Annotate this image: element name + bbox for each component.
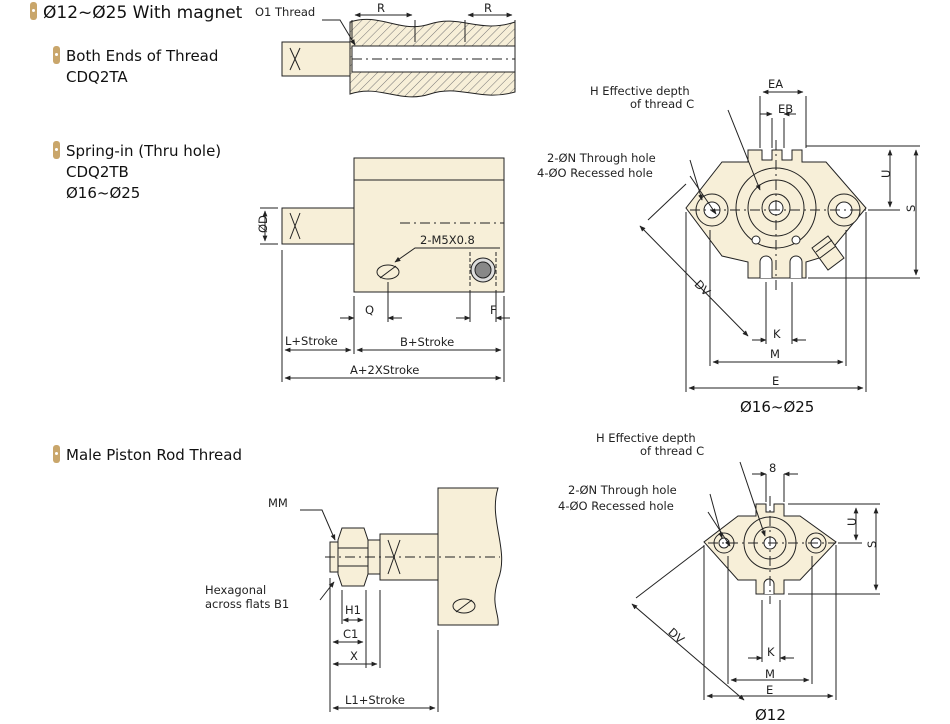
label-k: K bbox=[773, 327, 781, 341]
view-both-ends-thread bbox=[281, 12, 516, 98]
label-f: F bbox=[490, 303, 497, 317]
spring-in-model: CDQ2TB bbox=[66, 163, 129, 181]
label-ea: EA bbox=[768, 77, 783, 91]
label-n-hole-b: 2-ØN Through hole bbox=[568, 483, 677, 497]
label-x: X bbox=[350, 649, 358, 663]
view-spring-in-side bbox=[260, 157, 510, 382]
view-male-rod-thread bbox=[300, 487, 503, 712]
section-header-spring-in: Spring-in (Thru hole) CDQ2TB Ø16~Ø25 bbox=[53, 141, 221, 204]
label-l-stroke: L+Stroke bbox=[285, 334, 338, 348]
label-h-depth-1-b: H Effective depth bbox=[596, 431, 696, 445]
label-hex-1: Hexagonal bbox=[205, 583, 266, 597]
label-d: ØD bbox=[256, 215, 270, 233]
label-q: Q bbox=[365, 303, 374, 317]
label-h-depth-2-b: of thread C bbox=[640, 444, 704, 458]
label-a-stroke: A+2XStroke bbox=[350, 363, 419, 377]
label-k-b: K bbox=[767, 645, 775, 659]
label-h-depth-1: H Effective depth bbox=[590, 84, 690, 98]
section-header-main: Ø12~Ø25 With magnet bbox=[30, 2, 242, 24]
label-e: E bbox=[772, 374, 779, 388]
view-front-12 bbox=[631, 461, 880, 701]
spring-in-range: Ø16~Ø25 bbox=[66, 184, 141, 202]
caption-12: Ø12 bbox=[755, 706, 786, 724]
label-s: S bbox=[904, 205, 918, 212]
label-b-stroke: B+Stroke bbox=[400, 335, 454, 349]
main-title: Ø12~Ø25 With magnet bbox=[43, 3, 243, 23]
label-l1-stroke: L1+Stroke bbox=[345, 693, 405, 707]
section-header-both-ends: Both Ends of Thread CDQ2TA bbox=[53, 46, 218, 88]
male-rod-title: Male Piston Rod Thread bbox=[66, 446, 242, 464]
label-eight: 8 bbox=[769, 461, 776, 475]
both-ends-model: CDQ2TA bbox=[66, 68, 128, 86]
header-tab-marker bbox=[30, 2, 37, 20]
label-r-right: R bbox=[484, 1, 492, 15]
header-tab-marker bbox=[53, 445, 60, 463]
label-m5: 2-M5X0.8 bbox=[420, 233, 475, 247]
view-front-16-25 bbox=[639, 89, 920, 392]
label-o-hole-b: 4-ØO Recessed hole bbox=[558, 499, 674, 513]
label-m-b: M bbox=[765, 667, 775, 681]
caption-16-25: Ø16~Ø25 bbox=[740, 398, 814, 416]
both-ends-title: Both Ends of Thread bbox=[66, 47, 219, 65]
header-tab-marker bbox=[53, 46, 60, 64]
section-header-male-rod: Male Piston Rod Thread bbox=[53, 445, 242, 466]
label-o-hole: 4-ØO Recessed hole bbox=[537, 166, 653, 180]
label-u-b: U bbox=[845, 518, 859, 526]
label-o1-thread: O1 Thread bbox=[255, 5, 315, 19]
label-n-hole: 2-ØN Through hole bbox=[547, 151, 656, 165]
label-m: M bbox=[770, 347, 780, 361]
label-hex-2: across flats B1 bbox=[205, 597, 289, 611]
label-s-b: S bbox=[865, 541, 879, 548]
label-c1: C1 bbox=[343, 627, 358, 641]
label-e-b: E bbox=[766, 683, 773, 697]
label-h-depth-2: of thread C bbox=[630, 97, 694, 111]
label-u: U bbox=[879, 170, 893, 178]
header-tab-marker bbox=[53, 141, 60, 159]
spring-in-title: Spring-in (Thru hole) bbox=[66, 142, 222, 160]
label-mm: MM bbox=[268, 496, 288, 510]
label-r-left: R bbox=[377, 1, 385, 15]
label-eb: EB bbox=[778, 102, 793, 116]
label-dv-b: DV bbox=[665, 625, 687, 647]
label-h1: H1 bbox=[345, 603, 361, 617]
